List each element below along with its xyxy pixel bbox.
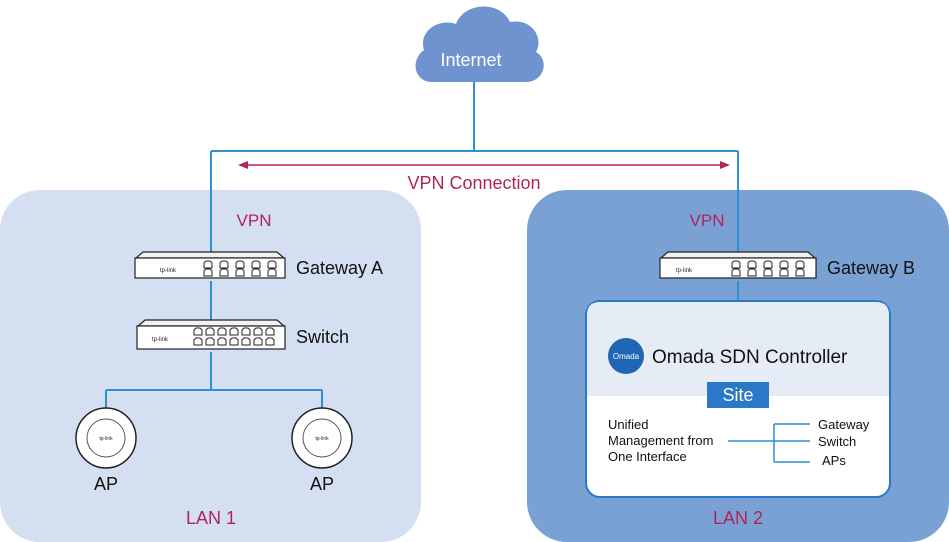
management-line-3: One Interface: [608, 449, 687, 464]
omada-logo-text: Omada: [613, 352, 640, 361]
management-line-2: Management from: [608, 433, 714, 448]
gateway-a-device: tp-link: [134, 251, 286, 279]
managed-item-switch: Switch: [818, 434, 856, 449]
internet-cloud-icon: [415, 6, 544, 82]
link-lines: [105, 80, 739, 410]
controller-title: Omada SDN Controller: [652, 347, 848, 368]
management-bracket: [728, 423, 810, 463]
lan1-vpn-label: VPN: [237, 211, 272, 230]
managed-item-aps: APs: [822, 453, 846, 468]
switch-brand: tp-link: [152, 337, 169, 343]
gateway-a-brand: tp-link: [160, 268, 177, 274]
ap-left-brand: tp-link: [99, 436, 113, 442]
ap-left-device: tp-link: [75, 407, 137, 469]
switch-label: Switch: [296, 327, 349, 347]
gateway-b-brand: tp-link: [676, 268, 693, 274]
omada-logo-icon: Omada: [608, 338, 644, 374]
vpn-connection-arrow: [238, 161, 730, 169]
gateway-b-device: tp-link: [659, 251, 817, 279]
internet-label: Internet: [440, 50, 501, 70]
switch-device: tp-link: [136, 319, 286, 350]
vpn-connection-label: VPN Connection: [407, 173, 540, 193]
gateway-a-label: Gateway A: [296, 258, 383, 278]
managed-item-gateway: Gateway: [818, 417, 870, 432]
ap-right-label: AP: [310, 474, 334, 494]
management-line-1: Unified: [608, 417, 648, 432]
ap-right-device: tp-link: [291, 407, 353, 469]
site-badge: Site: [707, 382, 769, 408]
lan2-vpn-label: VPN: [690, 211, 725, 230]
site-label: Site: [722, 385, 753, 405]
lan2-label: LAN 2: [713, 508, 763, 528]
gateway-b-label: Gateway B: [827, 258, 915, 278]
ap-left-label: AP: [94, 474, 118, 494]
lan1-label: LAN 1: [186, 508, 236, 528]
ap-right-brand: tp-link: [315, 436, 329, 442]
